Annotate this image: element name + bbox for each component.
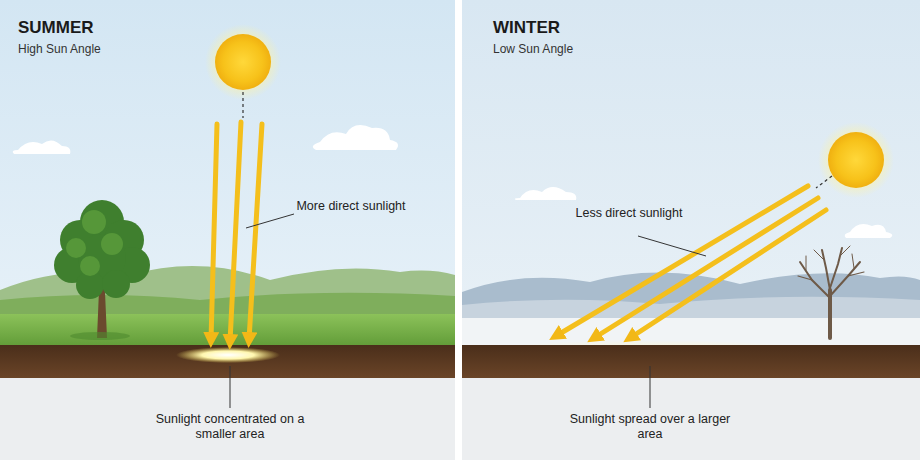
caption-label: Sunlight spread over a larger area [565,412,735,442]
callout-label: More direct sunlight [296,199,406,214]
caption-label: Sunlight concentrated on a smaller area [145,412,315,442]
callout-label: Less direct sunlight [574,206,684,221]
panel-subheading: Low Sun Angle [493,42,573,56]
season-panel: WINTER Low Sun AngleLess direct sunlightS… [462,0,920,460]
panel-heading: SUMMER [18,18,94,38]
panel-subheading: High Sun Angle [18,42,101,56]
season-panel: SUMMER High Sun AngleMore direct sunlight… [0,0,455,460]
panel-heading: WINTER [493,18,560,38]
